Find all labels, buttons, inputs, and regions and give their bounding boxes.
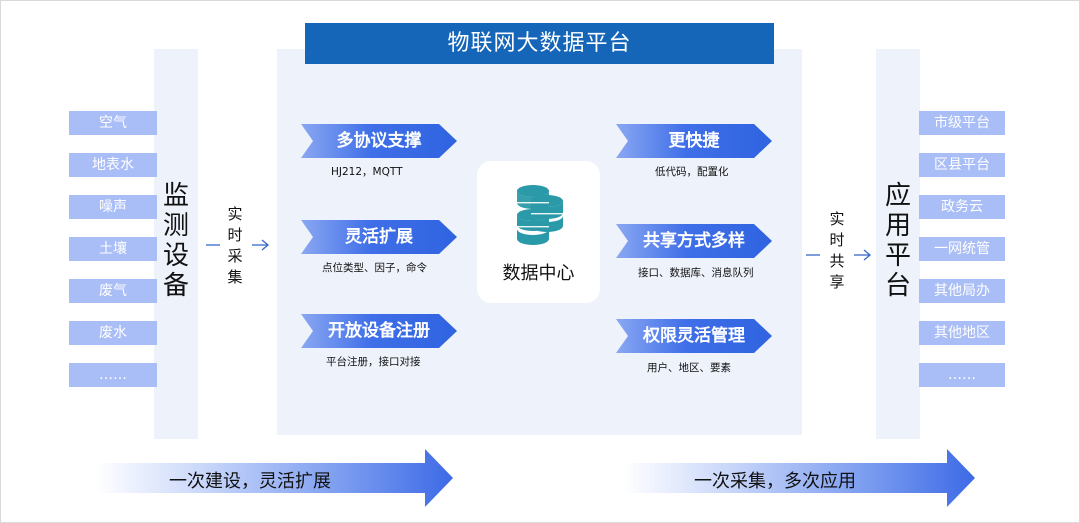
platform-gov-cloud: 政务云 [919, 195, 1005, 219]
device-soil: 土壤 [69, 237, 157, 261]
feature-open-registration: 开放设备注册 [301, 314, 457, 348]
app-panel [876, 49, 920, 439]
monitor-label-char: 设 [162, 241, 189, 271]
feature-faster: 更快捷 [616, 124, 772, 158]
database-icon [517, 185, 563, 245]
share-label: 实 时 共 享 [825, 209, 849, 293]
platform-district: 区县平台 [919, 153, 1005, 177]
collect-label-char: 采 [227, 247, 243, 265]
feature-flexible-extension-sub: 点位类型、因子，命令 [322, 262, 427, 274]
feature-open-registration-sub: 平台注册，接口对接 [326, 356, 421, 368]
share-label-char: 享 [829, 273, 845, 291]
app-label-char: 台 [884, 271, 911, 301]
page-title: 物联网大数据平台 [305, 23, 774, 64]
monitor-label-char: 备 [162, 271, 189, 301]
app-label: 应 用 平 台 [878, 181, 918, 301]
feature-sharing-methods: 共享方式多样 [616, 224, 772, 258]
monitor-label: 监 测 设 备 [156, 181, 196, 301]
feature-sharing-methods-sub: 接口、数据库、消息队列 [638, 267, 754, 279]
platform-more: …… [919, 363, 1005, 387]
app-label-char: 应 [884, 181, 911, 211]
platform-other-regions: 其他地区 [919, 321, 1005, 345]
share-label-char: 时 [829, 231, 845, 249]
bottom-text-right: 一次采集，多次应用 [694, 471, 856, 492]
feature-multi-protocol-sub: HJ212，MQTT [331, 166, 403, 178]
collect-label-char: 时 [227, 226, 243, 244]
device-exhaust-gas: 废气 [69, 279, 157, 303]
share-label-char: 实 [829, 210, 845, 228]
data-center-card [477, 161, 600, 303]
bottom-text-left: 一次建设，灵活扩展 [169, 471, 331, 492]
device-wastewater: 废水 [69, 321, 157, 345]
data-center-label: 数据中心 [502, 263, 575, 284]
platform-unified-management: 一网统管 [919, 237, 1005, 261]
feature-multi-protocol: 多协议支撑 [301, 124, 457, 158]
device-surface-water: 地表水 [69, 153, 157, 177]
collect-label: 实 时 采 集 [223, 204, 247, 288]
collect-label-char: 实 [227, 205, 243, 223]
feature-permission-management: 权限灵活管理 [616, 319, 772, 353]
collect-arrow-icon [206, 239, 270, 251]
share-label-char: 共 [829, 252, 845, 270]
feature-permission-management-sub: 用户、地区、要素 [647, 362, 731, 374]
monitor-label-char: 监 [162, 181, 189, 211]
device-more: …… [69, 363, 157, 387]
platform-city: 市级平台 [919, 111, 1005, 135]
monitor-label-char: 测 [162, 211, 189, 241]
platform-other-bureaus: 其他局办 [919, 279, 1005, 303]
device-noise: 噪声 [69, 195, 157, 219]
share-arrow-icon [806, 249, 872, 261]
app-label-char: 平 [884, 241, 911, 271]
feature-faster-sub: 低代码，配置化 [655, 166, 729, 178]
collect-label-char: 集 [227, 268, 243, 286]
monitor-panel [154, 49, 198, 439]
app-label-char: 用 [884, 211, 911, 241]
feature-flexible-extension: 灵活扩展 [301, 220, 457, 254]
device-air: 空气 [69, 111, 157, 135]
